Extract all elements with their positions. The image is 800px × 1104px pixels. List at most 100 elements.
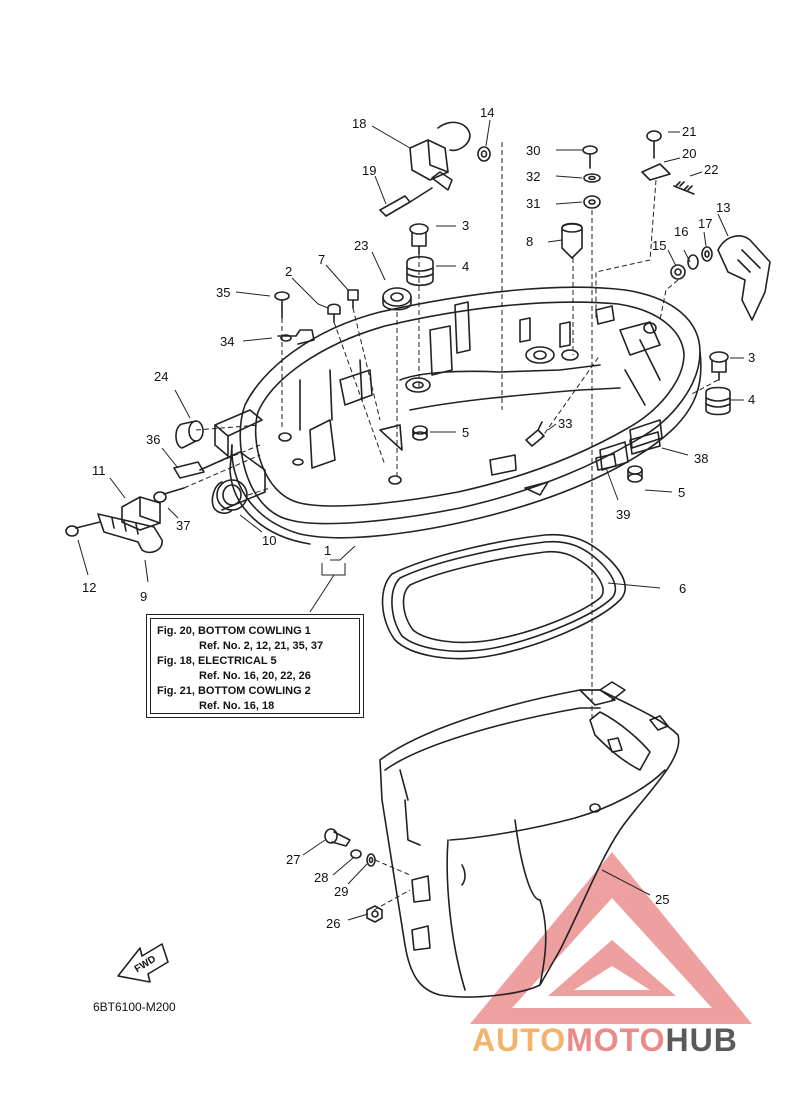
- callout-3b: 3: [748, 350, 755, 365]
- callout-2: 2: [285, 264, 292, 279]
- fwd-label: FWD: [133, 954, 158, 975]
- callout-15: 15: [652, 238, 666, 253]
- reference-note-line: Fig. 20, BOTTOM COWLING 1: [157, 625, 311, 637]
- bottom-cowling-tray: [199, 286, 702, 545]
- watermark-part-moto: MOTO: [566, 1022, 666, 1058]
- fwd-arrow-icon: [117, 943, 169, 983]
- collar-5-right: [627, 465, 643, 483]
- callout-16: 16: [674, 224, 688, 239]
- fitting-33: [525, 421, 545, 447]
- grommet-4-upper: [406, 255, 434, 287]
- reference-note-line: Ref. No. 16, 18: [199, 700, 275, 712]
- watermark-text: AUTOMOTOHUB: [472, 1022, 738, 1059]
- washer-29: [366, 853, 376, 867]
- reference-note-line: Ref. No. 16, 20, 22, 26: [199, 670, 311, 682]
- leader-lines: [77, 119, 744, 921]
- callout-34: 34: [220, 334, 234, 349]
- latch-bracket: [409, 121, 471, 191]
- plate-36: [173, 461, 205, 479]
- callout-9: 9: [140, 589, 147, 604]
- callout-36: 36: [146, 432, 160, 447]
- grommet-15: [670, 264, 686, 280]
- washer-17: [701, 246, 713, 262]
- callout-37: 37: [176, 518, 190, 533]
- collar-5-left: [412, 425, 428, 441]
- callout-17: 17: [698, 216, 712, 231]
- callout-3a: 3: [462, 218, 469, 233]
- callout-5a: 5: [462, 425, 469, 440]
- bolt-30: [582, 145, 598, 169]
- diagram-code: 6BT6100-M200: [93, 1000, 176, 1014]
- callout-11: 11: [92, 463, 106, 478]
- bolt-35: [274, 291, 290, 319]
- cowling-seal: [381, 533, 626, 660]
- reference-notes-box: Fig. 20, BOTTOM COWLING 1 Ref. No. 2, 12…: [146, 614, 364, 718]
- callout-27: 27: [286, 852, 300, 867]
- callout-32: 32: [526, 169, 540, 184]
- watermark-logo-icon: [470, 852, 752, 1024]
- callout-20: 20: [682, 146, 696, 161]
- nut-26: [366, 905, 383, 923]
- bolt-21: [646, 130, 662, 159]
- grommet-14: [477, 146, 491, 162]
- grommet-4-right: [705, 386, 731, 416]
- washer-28: [350, 849, 362, 859]
- clip-34: [277, 329, 315, 345]
- callout-18: 18: [352, 116, 366, 131]
- callout-28: 28: [314, 870, 328, 885]
- plate-39: [595, 453, 617, 471]
- bracket-11: [121, 496, 161, 531]
- callout-29: 29: [334, 884, 348, 899]
- callout-10: 10: [262, 533, 276, 548]
- screw-37: [153, 487, 185, 503]
- callout-4a: 4: [462, 259, 469, 274]
- reference-note-line: Fig. 18, ELECTRICAL 5: [157, 655, 277, 667]
- callout-19: 19: [362, 163, 376, 178]
- watermark-part-hub: HUB: [665, 1022, 738, 1058]
- lever-13: [717, 235, 771, 321]
- callout-25: 25: [655, 892, 669, 907]
- callout-5b: 5: [678, 485, 685, 500]
- callout-24: 24: [154, 369, 168, 384]
- reference-notes-inner-border: [150, 618, 360, 714]
- bolt-27: [324, 828, 351, 847]
- assembly-guide-lines: [183, 142, 719, 911]
- callout-38: 38: [694, 451, 708, 466]
- washer-32: [583, 173, 601, 183]
- callout-8: 8: [526, 234, 533, 249]
- callout-23: 23: [354, 238, 368, 253]
- bolt-3-upper: [409, 223, 429, 255]
- callout-30: 30: [526, 143, 540, 158]
- callout-31: 31: [526, 196, 540, 211]
- reference-note-line: Fig. 21, BOTTOM COWLING 2: [157, 685, 311, 697]
- callout-22: 22: [704, 162, 718, 177]
- plate-20: [641, 163, 671, 181]
- spring-22: [673, 181, 695, 195]
- screw-12: [65, 521, 101, 537]
- callout-14: 14: [480, 105, 494, 120]
- callout-33: 33: [558, 416, 572, 431]
- screw-7: [347, 289, 359, 309]
- grommet-24: [175, 420, 204, 449]
- screw-2: [327, 303, 341, 323]
- callout-4b: 4: [748, 392, 755, 407]
- callout-7: 7: [318, 252, 325, 267]
- callout-13: 13: [716, 200, 730, 215]
- grommet-31: [583, 195, 601, 209]
- watermark-part-auto: AUTO: [472, 1022, 567, 1058]
- callout-26: 26: [326, 916, 340, 931]
- callout-39: 39: [616, 507, 630, 522]
- reference-note-line: Ref. No. 2, 12, 21, 35, 37: [199, 640, 324, 652]
- grommet-10: [211, 479, 248, 514]
- lower-cowling: [379, 681, 680, 998]
- plate-38: [629, 431, 661, 455]
- callout-labels: 1 2 3 3 4 4 5 5 6 7 8 9 10 11 12 13 14 1…: [82, 105, 755, 975]
- callout-35: 35: [216, 285, 230, 300]
- callout-12: 12: [82, 580, 96, 595]
- damper-8: [561, 222, 583, 259]
- callout-21: 21: [682, 124, 696, 139]
- washer-16: [687, 254, 699, 270]
- callout-1: 1: [324, 543, 331, 558]
- bracket-9: [97, 513, 163, 554]
